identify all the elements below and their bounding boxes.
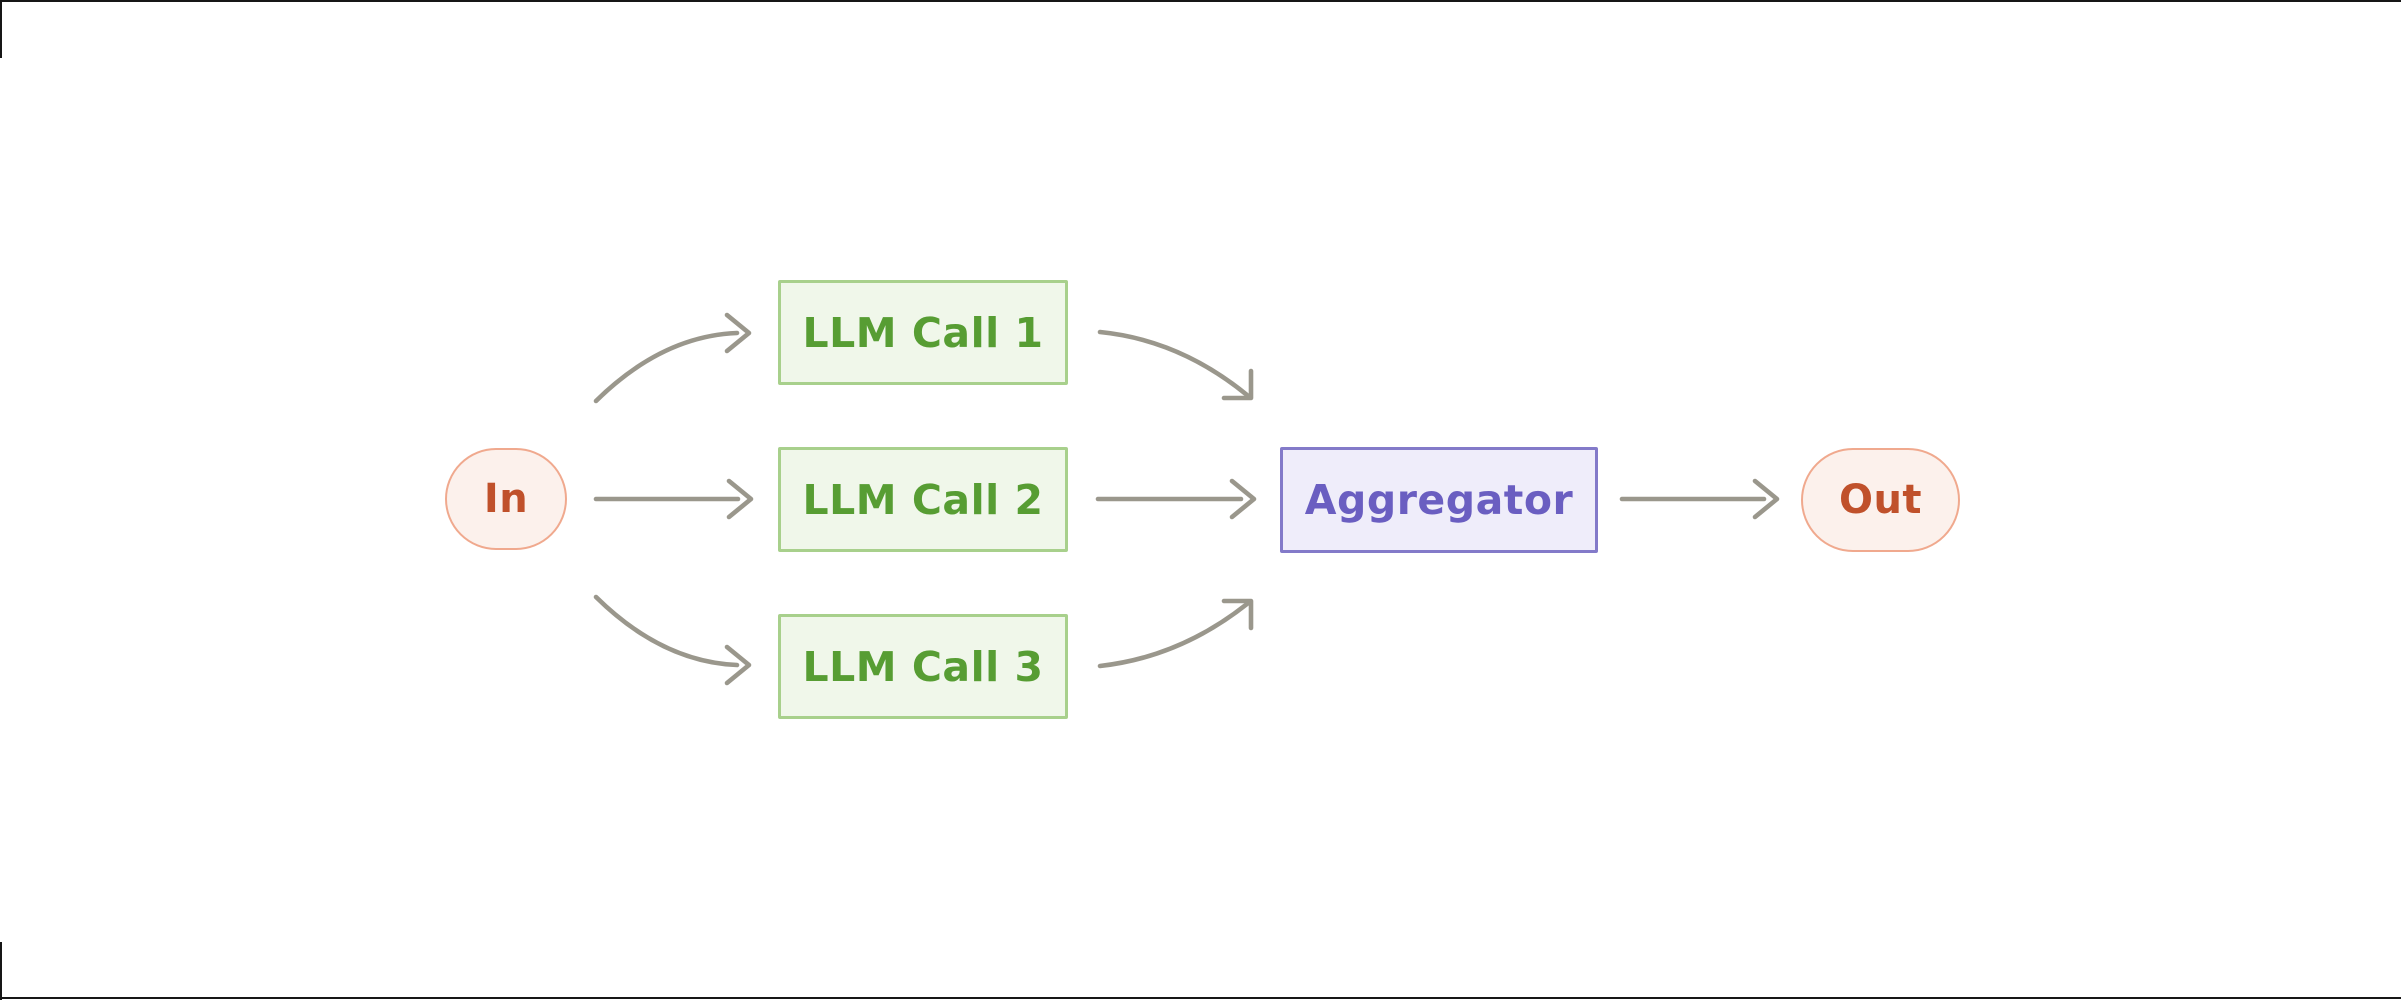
arrow-in-to-llm1 xyxy=(593,330,740,404)
llm-call-1-label: LLM Call 1 xyxy=(802,308,1044,357)
left-bottom-border-tick xyxy=(0,942,2,1000)
left-top-border-tick xyxy=(0,0,2,58)
out-node-label: Out xyxy=(1838,477,1923,523)
llm-call-2-node: LLM Call 2 xyxy=(778,447,1068,552)
arrow-llm3-to-aggregator xyxy=(1097,601,1250,669)
arrow-llm1-to-aggregator-head xyxy=(1221,368,1254,401)
out-node: Out xyxy=(1801,448,1960,552)
arrow-llm1-to-aggregator xyxy=(1097,329,1250,398)
in-node-label: In xyxy=(483,476,529,522)
arrow-llm3-to-aggregator-head xyxy=(1221,598,1254,631)
arrow-in-to-llm2-head xyxy=(726,478,754,520)
llm-call-3-node: LLM Call 3 xyxy=(778,614,1068,719)
arrow-in-to-llm3-head xyxy=(724,644,752,686)
bottom-border-line xyxy=(0,997,2401,999)
arrow-llm2-to-aggregator-head xyxy=(1229,478,1257,520)
top-border-line xyxy=(0,0,2401,2)
llm-call-1-node: LLM Call 1 xyxy=(778,280,1068,385)
arrow-aggregator-to-out-head xyxy=(1752,478,1780,520)
aggregator-node: Aggregator xyxy=(1280,447,1598,553)
in-node: In xyxy=(445,448,567,550)
arrow-in-to-llm3 xyxy=(593,594,740,668)
llm-call-3-label: LLM Call 3 xyxy=(802,642,1044,691)
aggregator-label: Aggregator xyxy=(1304,476,1574,524)
llm-call-2-label: LLM Call 2 xyxy=(802,475,1044,524)
arrow-in-to-llm1-head xyxy=(724,312,752,354)
